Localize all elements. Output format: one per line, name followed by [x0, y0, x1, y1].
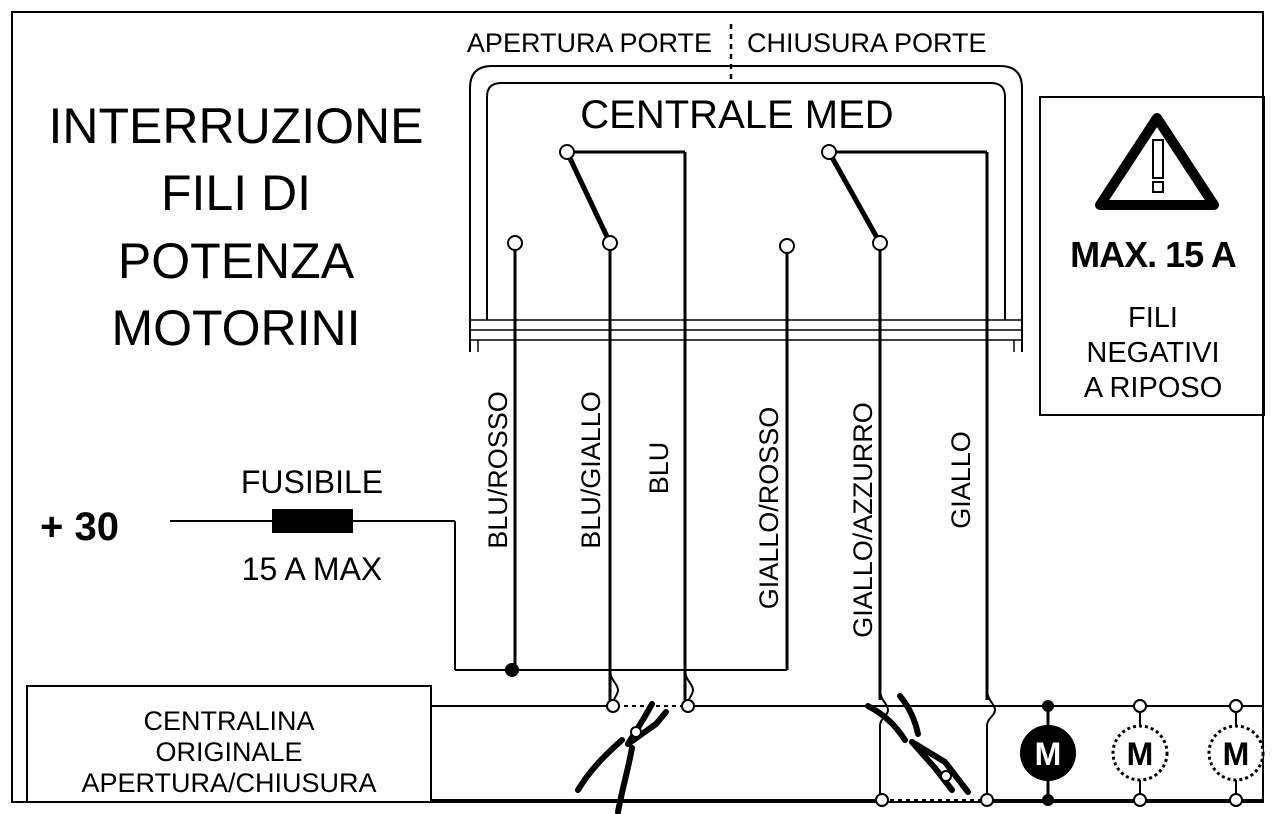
motor-2-label: M [1127, 736, 1154, 772]
wire-cutter-icon-1 [575, 701, 669, 814]
relay-apertura [507, 144, 687, 700]
fuse-icon [272, 509, 353, 533]
warning-box [1039, 96, 1265, 416]
apertura-porte-label: APERTURA PORTE [467, 28, 712, 58]
warning-triangle-icon [1095, 113, 1219, 210]
upper-bus-connections [606, 669, 695, 713]
motor-1-label: M [1035, 736, 1062, 772]
chiusura-porte-label: CHIUSURA PORTE [747, 28, 987, 58]
wire-cutter-icon-2 [865, 693, 971, 795]
original-unit-line-1: CENTRALINA [143, 706, 314, 736]
original-unit-line-3: APERTURA/CHIUSURA [81, 768, 376, 798]
motor-2 [1111, 699, 1169, 807]
fuse-rating-label: 15 A MAX [242, 551, 383, 587]
title-line-3: POTENZA [118, 233, 355, 289]
wire-label-blu-rosso: BLU/ROSSO [483, 391, 513, 549]
lower-bus-connections [875, 689, 997, 807]
warning-max-current: MAX. 15 A [1070, 234, 1237, 275]
wire-label-giallo: GIALLO [946, 431, 976, 529]
wire-label-blu-giallo: BLU/GIALLO [576, 391, 606, 549]
fuse-label: FUSIBILE [241, 464, 383, 500]
relay-chiusura [779, 144, 989, 700]
warning-note-3: A RIPOSO [1084, 372, 1223, 404]
motor-3-label: M [1223, 736, 1250, 772]
centrale-med-module [469, 65, 1023, 352]
motor-3 [1207, 699, 1265, 807]
module-title: CENTRALE MED [580, 93, 893, 137]
motor-1 [1020, 700, 1076, 806]
wire-label-giallo-rosso: GIALLO/ROSSO [754, 407, 784, 610]
fuse-wiring [170, 520, 787, 677]
original-unit-line-2: ORIGINALE [155, 737, 302, 767]
wire-label-blu: BLU [644, 442, 674, 495]
title-line-2: FILI DI [161, 165, 311, 221]
bus-lines [431, 705, 1263, 801]
supply-label: + 30 [40, 505, 119, 549]
warning-note-2: NEGATIVI [1086, 337, 1219, 369]
title-line-1: INTERRUZIONE [49, 98, 424, 154]
title-line-4: MOTORINI [111, 300, 360, 356]
warning-note-1: FILI [1128, 302, 1178, 334]
original-unit-box [26, 685, 432, 803]
wire-label-giallo-azzurro: GIALLO/AZZURRO [848, 402, 878, 638]
